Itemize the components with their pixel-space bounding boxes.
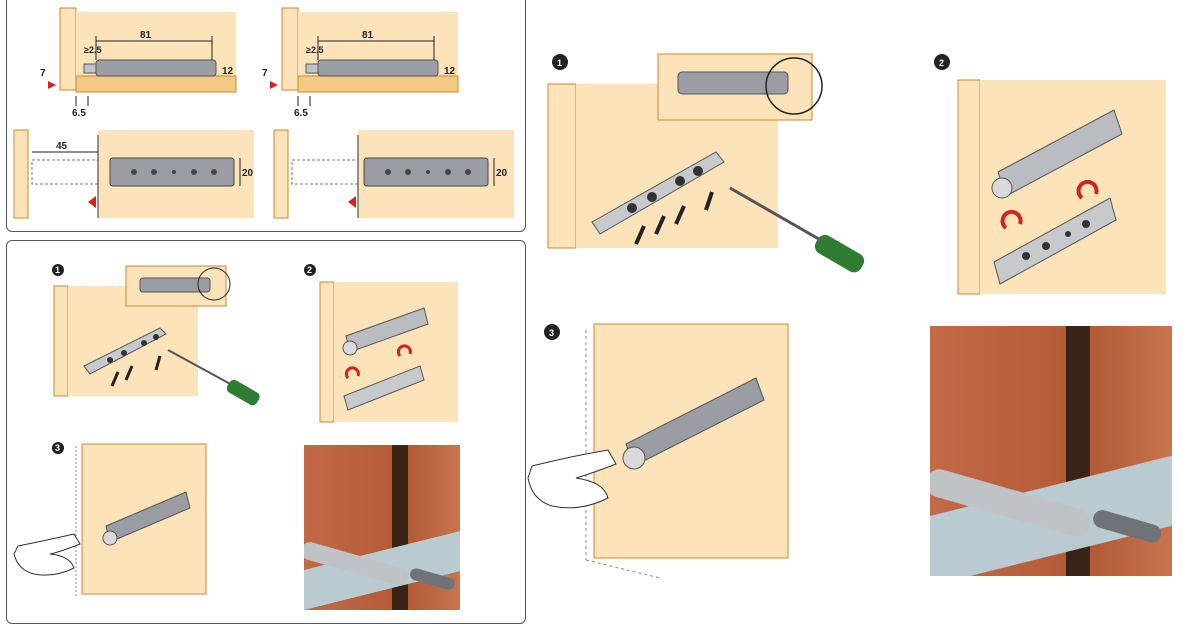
height-label: 12 (222, 66, 234, 77)
screw-icon (110, 355, 162, 387)
red-arrow-icon (1076, 179, 1099, 200)
red-arrow-icon (396, 344, 412, 358)
hand-icon (13, 533, 81, 576)
small-step-3: 3 (13, 442, 207, 596)
large-product-photo (930, 326, 1172, 576)
small-product-photo (304, 445, 460, 610)
offset-label: ≥2.5 (306, 45, 323, 55)
small-step-1: 1 (52, 264, 260, 406)
hand-icon (527, 449, 617, 509)
red-arrow-icon (1000, 209, 1023, 230)
svg-text:2: 2 (307, 265, 312, 275)
red-arrow-icon (348, 196, 356, 208)
red-arrow-icon (344, 366, 360, 380)
svg-text:3: 3 (549, 328, 554, 338)
red-arrow-icon (88, 196, 96, 208)
screwdriver-icon (729, 186, 865, 273)
top-view-1: 45 20 (13, 129, 254, 219)
red-arrow-icon (48, 81, 56, 89)
length-label: 81 (140, 30, 152, 41)
height-label: 12 (444, 66, 456, 77)
large-step-2: 2 (934, 54, 1166, 295)
top-partial-label: — · — · — (320, 0, 368, 3)
large-step-1: 1 (547, 53, 865, 273)
screw-icon (634, 191, 714, 245)
width-label: 20 (496, 168, 508, 179)
inset-label: 6.5 (72, 108, 86, 119)
svg-text:1: 1 (557, 58, 562, 68)
inset-label: 6.5 (294, 108, 308, 119)
side-label: 7 (262, 68, 268, 79)
screwdriver-icon (167, 349, 260, 406)
top-view-2: 20 (273, 129, 514, 219)
side-view-2: 81 ≥2.5 12 7 6.5 (262, 7, 459, 119)
width-label: 20 (242, 168, 254, 179)
side-label: 7 (40, 68, 46, 79)
small-step-2: 2 (304, 264, 458, 423)
side-view-1 (48, 7, 237, 106)
length-label: 81 (362, 30, 374, 41)
red-arrow-icon (270, 81, 278, 89)
svg-text:2: 2 (939, 58, 944, 68)
large-step-3: 3 (527, 323, 789, 579)
svg-text:1: 1 (55, 265, 60, 275)
offset-label: ≥2.5 (84, 45, 101, 55)
travel-label: 45 (56, 141, 68, 152)
svg-text:3: 3 (55, 443, 60, 453)
side-view-1-labels: 81 ≥2.5 12 7 6.5 (40, 30, 234, 119)
